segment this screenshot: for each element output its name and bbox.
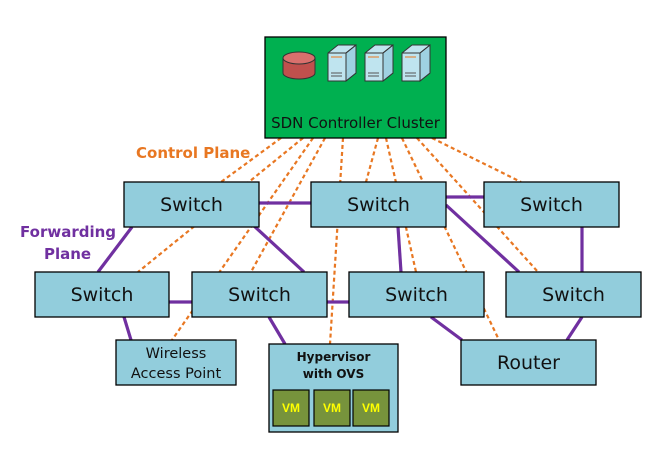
- wap-label-line2: Access Point: [131, 366, 222, 382]
- router-label: Router: [497, 352, 560, 374]
- switch-node[interactable]: Switch: [123, 181, 260, 228]
- control-link: [431, 137, 522, 183]
- switch-node[interactable]: Switch: [348, 271, 485, 318]
- vm-label: VM: [323, 401, 341, 415]
- switch-label: Switch: [385, 284, 448, 306]
- controller-cluster[interactable]: SDN Controller Cluster: [264, 36, 447, 139]
- control-link: [384, 137, 418, 273]
- wap-label-line1: Wireless: [146, 346, 207, 362]
- forwarding-link: [251, 223, 306, 274]
- forwarding-plane-label-line2: Plane: [44, 245, 91, 263]
- switch-label: Switch: [160, 194, 223, 216]
- hypervisor-node[interactable]: Hypervisor with OVS VM VM VM: [268, 343, 399, 433]
- forwarding-plane-links: [96, 195, 584, 345]
- switch-label: Switch: [71, 284, 134, 306]
- database-icon: [282, 51, 316, 80]
- switch-label: Switch: [542, 284, 605, 306]
- switch-label: Switch: [520, 194, 583, 216]
- server-icon: [327, 43, 357, 83]
- hypervisor-label-line2: with OVS: [303, 367, 364, 381]
- server-icon: [401, 43, 431, 83]
- vm-box[interactable]: VM: [352, 389, 390, 427]
- switch-node[interactable]: Switch: [505, 271, 642, 318]
- switch-label: Switch: [228, 284, 291, 306]
- switch-node[interactable]: Switch: [310, 181, 447, 228]
- server-icon: [364, 43, 394, 83]
- forwarding-link: [122, 316, 133, 341]
- control-link: [401, 137, 500, 341]
- control-link: [220, 137, 282, 183]
- switch-node[interactable]: Switch: [483, 181, 620, 228]
- vm-label: VM: [282, 401, 300, 415]
- switch-node[interactable]: Switch: [34, 271, 170, 318]
- vm-box[interactable]: VM: [313, 389, 351, 427]
- switch-node[interactable]: Switch: [191, 271, 328, 318]
- forwarding-link: [96, 226, 134, 273]
- vm-label: VM: [362, 401, 380, 415]
- router-node[interactable]: Router: [460, 339, 597, 386]
- vm-box[interactable]: VM: [272, 389, 310, 427]
- forwarding-link: [565, 316, 584, 341]
- controller-label: SDN Controller Cluster: [271, 114, 441, 132]
- forwarding-link: [444, 203, 521, 274]
- control-plane-label: Control Plane: [136, 144, 250, 162]
- hypervisor-label-line1: Hypervisor: [297, 350, 371, 364]
- forwarding-link: [396, 226, 403, 273]
- forwarding-link: [267, 316, 287, 345]
- control-link: [364, 137, 380, 183]
- control-link: [250, 137, 326, 273]
- forwarding-plane-label-line1: Forwarding: [20, 223, 116, 241]
- switch-label: Switch: [347, 194, 410, 216]
- wireless-access-point[interactable]: Wireless Access Point: [115, 339, 237, 386]
- control-link: [328, 137, 345, 345]
- forwarding-link: [430, 315, 463, 342]
- control-link: [416, 137, 539, 273]
